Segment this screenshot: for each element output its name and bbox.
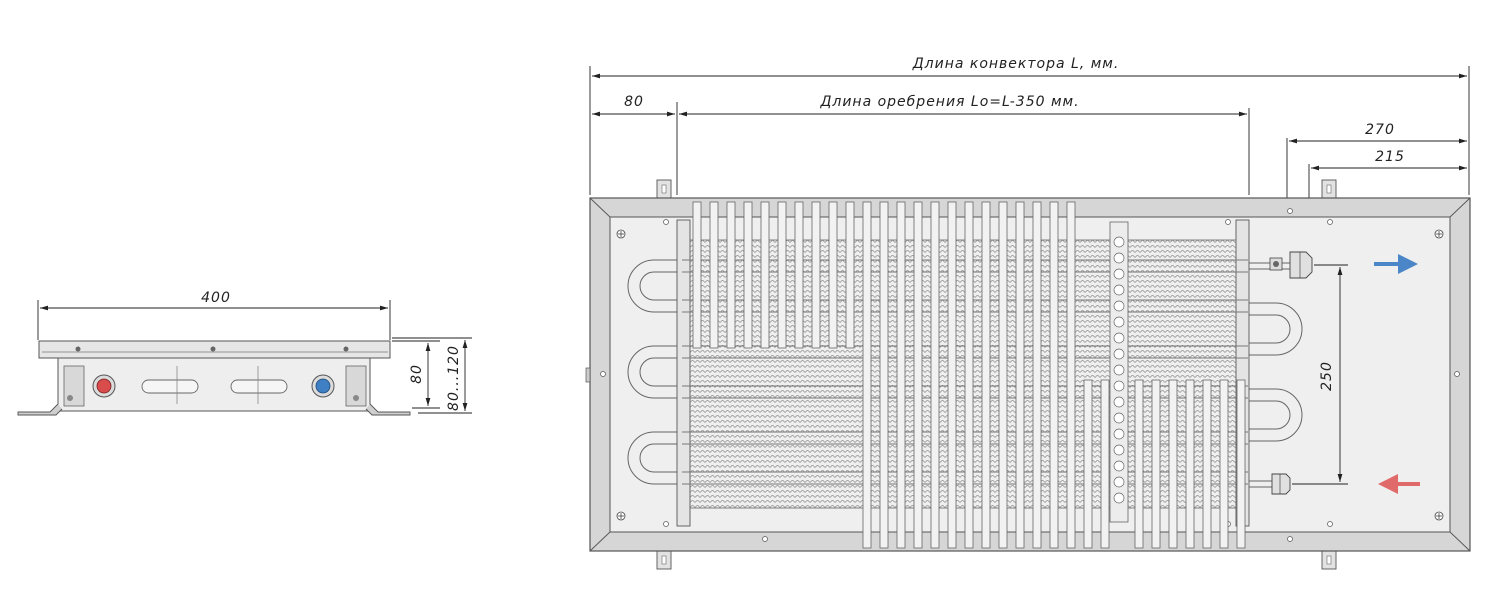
width-dimension-label: 400 (201, 290, 231, 306)
right-pipe-bends (1248, 302, 1303, 442)
return-connector (315, 378, 331, 394)
inlet-flow-arrow (1378, 474, 1420, 494)
offset-dimension-label: 80 (624, 94, 644, 110)
left-pipe-bends (627, 259, 682, 485)
side-view: 400 80 80...120 (17, 290, 472, 416)
pipe-spacing-dimension-label: 250 (1319, 361, 1335, 391)
length-dimension-label: Длина конвектора L, мм. (912, 56, 1120, 72)
top-view: Длина конвектора L, мм. 80 Длина оребрен… (585, 56, 1471, 570)
fin-length-dimension-label: Длина оребрения Lo=L-350 мм. (819, 94, 1079, 110)
supply-connector (96, 378, 112, 394)
grille-bars (692, 201, 1246, 549)
inlet-offset-dimension-label: 215 (1375, 149, 1405, 165)
outlet-flow-arrow (1374, 254, 1418, 274)
height-range-dimension-label: 80...120 (446, 345, 462, 411)
outlet-offset-dimension-label: 270 (1365, 122, 1395, 138)
inlet-fitting (1271, 473, 1291, 495)
outlet-fitting (1289, 251, 1313, 279)
height-dimension-label: 80 (409, 364, 425, 384)
